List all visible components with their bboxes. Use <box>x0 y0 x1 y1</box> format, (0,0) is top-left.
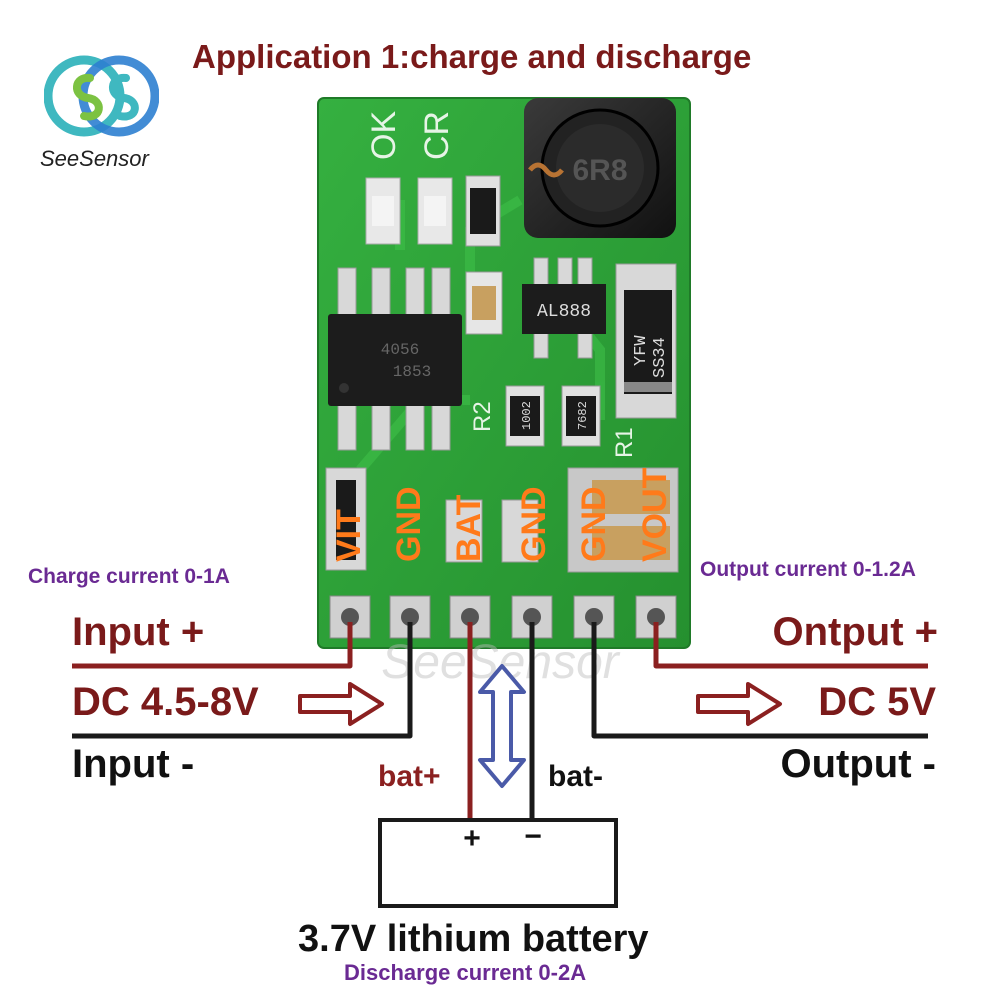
indicator-label-cr: CR <box>418 111 456 160</box>
resistor-7682 <box>561 385 601 447</box>
ic-boost <box>522 257 606 359</box>
charge-current-label: Charge current 0-1A <box>28 565 230 588</box>
input-minus-label: Input - <box>72 742 195 786</box>
battery-label: 3.7V lithium battery <box>298 918 649 960</box>
pin-label-gnd-2: GND <box>515 486 553 562</box>
output-arrow-icon <box>696 682 782 726</box>
led-ok <box>365 177 401 245</box>
brand-name: SeeSensor <box>40 146 149 171</box>
ic-boost-marking: AL888 <box>537 302 591 322</box>
discharge-current-label: Discharge current 0-2A <box>344 960 587 985</box>
led-cr <box>417 177 453 245</box>
inductor <box>524 98 676 238</box>
input-arrow-icon <box>298 682 384 726</box>
pin-label-vit: VIT <box>330 509 368 562</box>
inductor-marking: 6R8 <box>572 154 627 187</box>
ic-main <box>328 267 462 451</box>
wire-output-plus <box>653 622 928 669</box>
output-current-label: Output current 0-1.2A <box>700 558 916 581</box>
bidirectional-arrow-icon <box>478 664 526 788</box>
diode-ss34 <box>615 263 677 419</box>
output-minus-label: Output - <box>780 742 937 786</box>
battery-minus-sign: − <box>524 820 542 853</box>
input-plus-label: Input + <box>72 610 205 654</box>
resistor-7682-marking: 7682 <box>576 401 590 430</box>
pin-label-gnd-3: GND <box>575 486 613 562</box>
header-pins <box>329 595 677 639</box>
input-voltage-label: DC 4.5-8V <box>72 680 259 724</box>
pin-gnd-1 <box>389 595 431 639</box>
battery-plus-sign: + <box>463 822 481 855</box>
battery-box <box>378 818 618 908</box>
wire-input-minus <box>72 622 413 739</box>
diode-marking-1: YFW <box>632 335 651 366</box>
wire-input-plus <box>72 622 353 669</box>
pin-label-vout: VOUT <box>636 467 674 562</box>
capacitor-small <box>465 271 503 335</box>
output-plus-label: Ontput + <box>772 610 938 654</box>
diode-marking-2: SS34 <box>651 337 670 378</box>
resistor-472 <box>465 175 501 247</box>
ic-main-marking-2: 1853 <box>393 363 431 381</box>
pin-label-bat: BAT <box>450 494 488 562</box>
indicator-label-ok: OK <box>365 111 403 160</box>
bat-plus-label: bat+ <box>378 760 441 793</box>
resistor-1002-marking: 1002 <box>520 401 534 430</box>
resistor-1002 <box>505 385 545 447</box>
output-voltage-label: DC 5V <box>818 680 936 724</box>
diagram-title: Application 1:charge and discharge <box>192 38 752 75</box>
bat-minus-label: bat- <box>548 760 603 793</box>
silkscreen-r1: R1 <box>611 427 638 458</box>
pin-label-gnd-1: GND <box>390 486 428 562</box>
silkscreen-r2: R2 <box>469 401 496 432</box>
seesensor-logo-icon <box>44 55 159 137</box>
wire-output-minus <box>591 622 928 739</box>
bottom-components <box>325 467 679 573</box>
pin-gnd-2 <box>511 595 553 639</box>
ic-main-marking-1: 4056 <box>381 341 419 359</box>
